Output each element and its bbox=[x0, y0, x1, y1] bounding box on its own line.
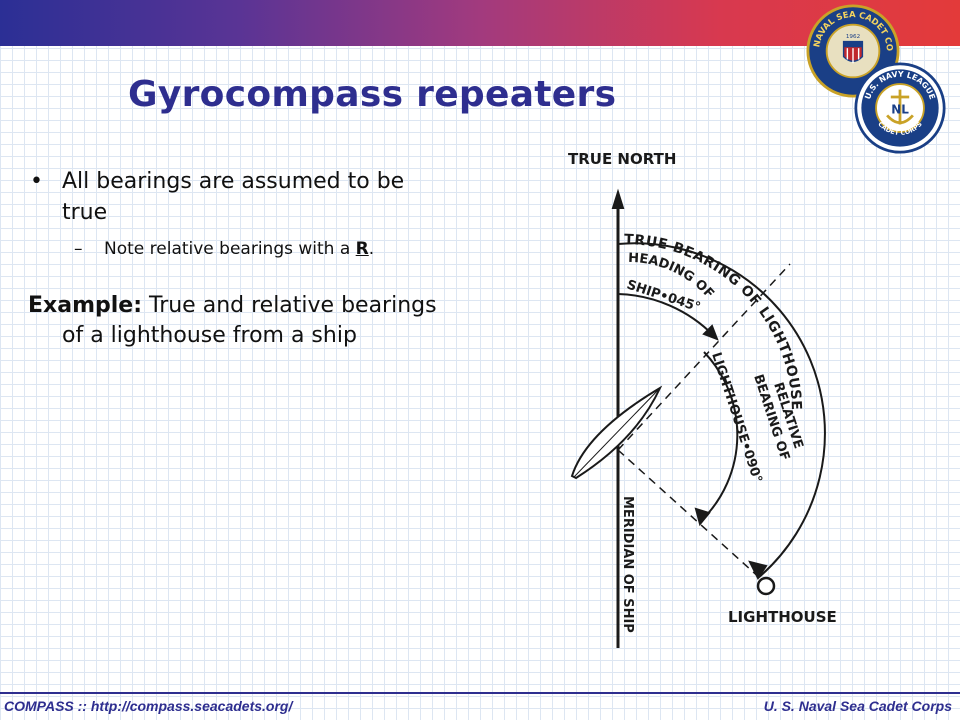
bullet-text: All bearings are assumed to be true bbox=[62, 169, 405, 225]
true-north-label: TRUE NORTH bbox=[568, 150, 676, 168]
lighthouse-relative-label: LIGHTHOUSE•090° bbox=[708, 351, 764, 485]
top-banner bbox=[0, 0, 960, 46]
footer-organization: U. S. Naval Sea Cadet Corps bbox=[763, 698, 952, 714]
true-bearing-arrowhead bbox=[748, 560, 768, 580]
sub-bullet-text: Note relative bearings with a bbox=[104, 239, 356, 259]
heading-line bbox=[617, 263, 791, 451]
heading-arrowhead bbox=[702, 324, 719, 341]
north-arrow bbox=[611, 188, 625, 209]
sub-bullet-suffix: . bbox=[368, 239, 375, 259]
slide-body: • All bearings are assumed to be true – … bbox=[28, 166, 448, 351]
bullet-dot: • bbox=[30, 169, 43, 194]
example-paragraph: Example: True and relative bearings of a… bbox=[28, 291, 448, 351]
lighthouse-line bbox=[617, 449, 763, 581]
bearing-diagram: TRUE NORTH TRUE BEARING OF LIGHTHOUSE•13… bbox=[552, 140, 837, 648]
ship-keel bbox=[573, 387, 661, 478]
true-bearing-arc bbox=[617, 242, 826, 579]
sub-bullet-dash: – bbox=[74, 239, 83, 259]
footer-divider bbox=[0, 692, 960, 694]
lighthouse-marker bbox=[756, 576, 776, 596]
heading-arc bbox=[617, 293, 715, 337]
meridian-label: MERIDIAN OF SHIP bbox=[620, 496, 635, 633]
sub-bullet-item: – Note relative bearings with a R. bbox=[28, 236, 448, 263]
example-text: True and relative bearings of a lighthou… bbox=[62, 293, 437, 348]
slide-title: Gyrocompass repeaters bbox=[128, 74, 617, 115]
bullet-item: • All bearings are assumed to be true bbox=[28, 166, 448, 228]
example-label: Example: bbox=[28, 293, 142, 318]
relative-arrowhead bbox=[694, 507, 711, 527]
navy-league-seal-logo: U.S. NAVY LEAGUE CADET CORPS NL bbox=[854, 62, 946, 154]
relative-marker: R bbox=[355, 239, 369, 259]
svg-text:1962: 1962 bbox=[846, 34, 861, 40]
footer-url: COMPASS :: http://compass.seacadets.org/ bbox=[4, 698, 293, 714]
lighthouse-label: LIGHTHOUSE bbox=[728, 608, 837, 626]
relative-bearing-arc bbox=[701, 351, 739, 521]
svg-text:NL: NL bbox=[891, 103, 909, 117]
